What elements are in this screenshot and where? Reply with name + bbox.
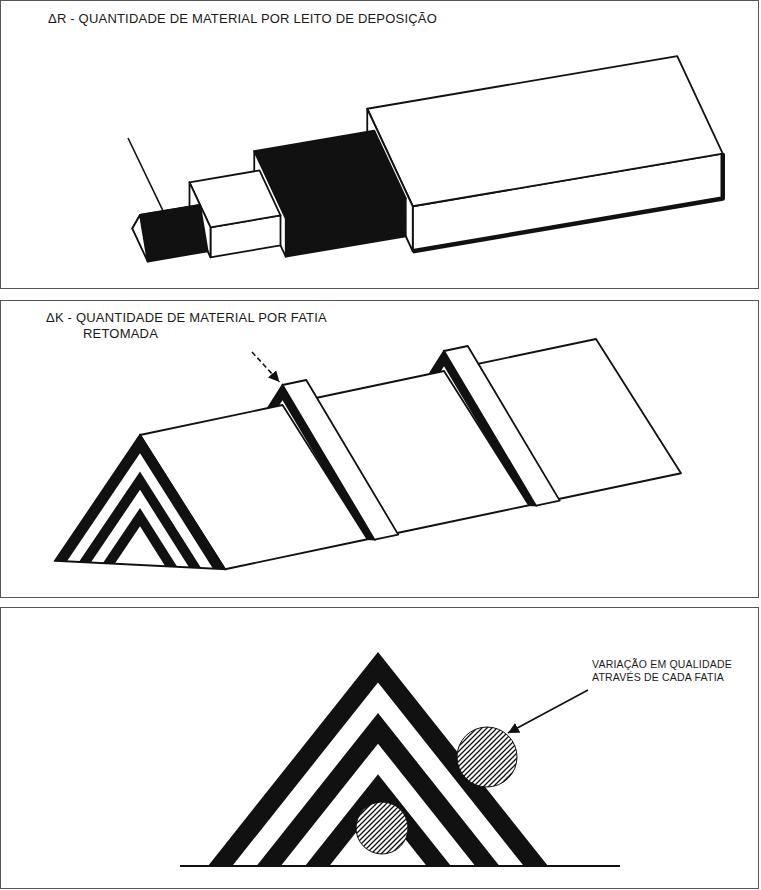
layer-band <box>55 435 225 569</box>
hatched-zone <box>457 727 517 787</box>
layer-band <box>103 508 177 567</box>
leader-arrow <box>252 352 280 382</box>
layer-band <box>281 744 475 866</box>
caption-label: VARIAÇÃO EM QUALIDADE ATRAVÉS DE CADA FA… <box>592 658 750 684</box>
layer-band <box>232 683 523 866</box>
panel-frame <box>1 1 759 289</box>
caption-label: ΔK - QUANTIDADE DE MATERIAL POR FATIA RE… <box>46 310 338 343</box>
layer-band <box>127 545 154 566</box>
panel-frame <box>1 608 759 889</box>
block-top-face <box>367 56 723 206</box>
end-face-outline <box>55 435 225 569</box>
section-view <box>180 652 620 866</box>
prism-end-face <box>132 215 147 262</box>
layer-band <box>91 490 189 568</box>
sliced-prism <box>55 339 681 569</box>
layer-band <box>79 472 201 569</box>
layer-band <box>257 713 500 866</box>
leader-arrow <box>508 690 588 733</box>
panel-frame <box>1 301 759 598</box>
layer-band <box>115 526 166 566</box>
layer-band <box>305 774 451 866</box>
leader-arrow <box>128 138 171 227</box>
layer-band <box>208 652 548 866</box>
caption-label: ΔR - QUANTIDADE DE MATERIAL POR LEITO DE… <box>48 11 437 27</box>
prism-black-face <box>140 205 208 262</box>
leader-lines <box>128 138 588 733</box>
stepped-prism <box>132 56 722 261</box>
block-heavy-edge <box>413 154 723 252</box>
hatched-zone <box>356 802 408 854</box>
ground-line <box>180 865 620 867</box>
